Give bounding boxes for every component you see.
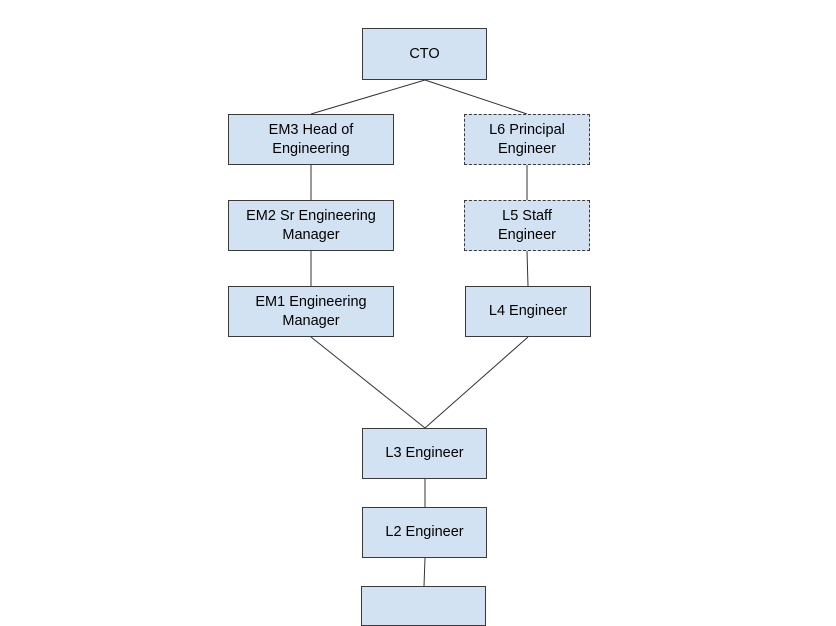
connector-cto-l6 [424, 79, 528, 115]
connector-em1-l3 [310, 336, 426, 429]
connector-l2-l1 [423, 557, 426, 587]
node-cto-label: CTO [409, 45, 440, 62]
connector-cto-em3 [310, 79, 426, 115]
node-em1-label: EM1 Engineering Manager [255, 293, 367, 329]
node-l2-label: L2 Engineer [385, 524, 464, 540]
node-em3-head-of-engineering: EM3 Head of Engineering [228, 114, 394, 165]
connector-l5-l4 [526, 250, 529, 287]
node-em2-label: EM2 Sr Engineering Manager [246, 207, 376, 243]
node-partial-bottom [361, 586, 486, 626]
node-l5-label: L5 Staff Engineer [497, 207, 557, 243]
node-l3-label: L3 Engineer [385, 445, 464, 461]
node-l2-engineer: L2 Engineer [362, 507, 487, 558]
node-em1-engineering-manager: EM1 Engineering Manager [228, 286, 394, 337]
connector-l4-l3 [424, 336, 529, 429]
node-cto: CTO [362, 28, 487, 80]
node-l6-principal-engineer: L6 Principal Engineer [464, 114, 590, 165]
node-l4-label: L4 Engineer [488, 303, 568, 319]
node-l4-engineer: L4 Engineer [465, 286, 591, 337]
node-em3-label: EM3 Head of Engineering [268, 121, 354, 157]
org-chart-connectors [310, 79, 529, 587]
node-em2-sr-engineering-manager: EM2 Sr Engineering Manager [228, 200, 394, 251]
node-l6-label: L6 Principal Engineer [489, 121, 565, 157]
node-l5-staff-engineer: L5 Staff Engineer [464, 200, 590, 251]
node-l3-engineer: L3 Engineer [362, 428, 487, 479]
